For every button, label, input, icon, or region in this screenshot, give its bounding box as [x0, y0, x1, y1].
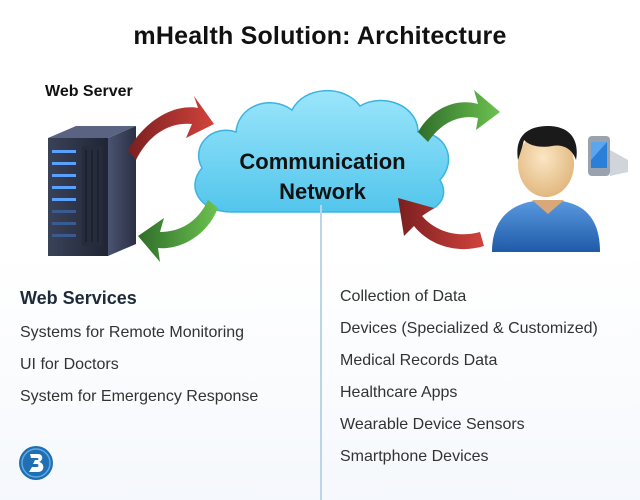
cloud-label-line2: Network	[279, 179, 366, 204]
list-item: Smartphone Devices	[340, 448, 489, 465]
client-features-list: Collection of Data Devices (Specialized …	[340, 287, 635, 479]
arrow-cloud-to-user	[418, 90, 500, 142]
cloud-icon	[194, 90, 450, 214]
list-item: Systems for Remote Monitoring	[20, 324, 245, 341]
server-icon	[48, 126, 136, 256]
brand-logo-icon	[19, 446, 53, 480]
cloud-label-line1: Communication	[239, 149, 406, 174]
list-item: Medical Records Data	[340, 352, 498, 369]
smartphone-icon	[588, 136, 628, 176]
web-services-heading: Web Services	[20, 288, 137, 308]
arrow-user-to-cloud	[398, 198, 484, 250]
list-item: System for Emergency Response	[20, 388, 259, 405]
web-services-list: Web Services Systems for Remote Monitori…	[20, 288, 310, 419]
list-item: UI for Doctors	[20, 356, 119, 373]
list-item: Wearable Device Sensors	[340, 416, 525, 433]
arrow-server-to-cloud	[128, 96, 214, 160]
arrow-cloud-to-server	[138, 200, 218, 262]
user-icon	[492, 126, 600, 252]
list-item: Devices (Specialized & Customized)	[340, 320, 598, 337]
page-title: mHealth Solution: Architecture	[133, 22, 507, 50]
web-server-label: Web Server	[45, 83, 133, 100]
list-item: Healthcare Apps	[340, 384, 458, 401]
cloud-label: Communication Network	[215, 147, 430, 207]
column-divider	[320, 205, 322, 500]
list-item: Collection of Data	[340, 288, 467, 305]
